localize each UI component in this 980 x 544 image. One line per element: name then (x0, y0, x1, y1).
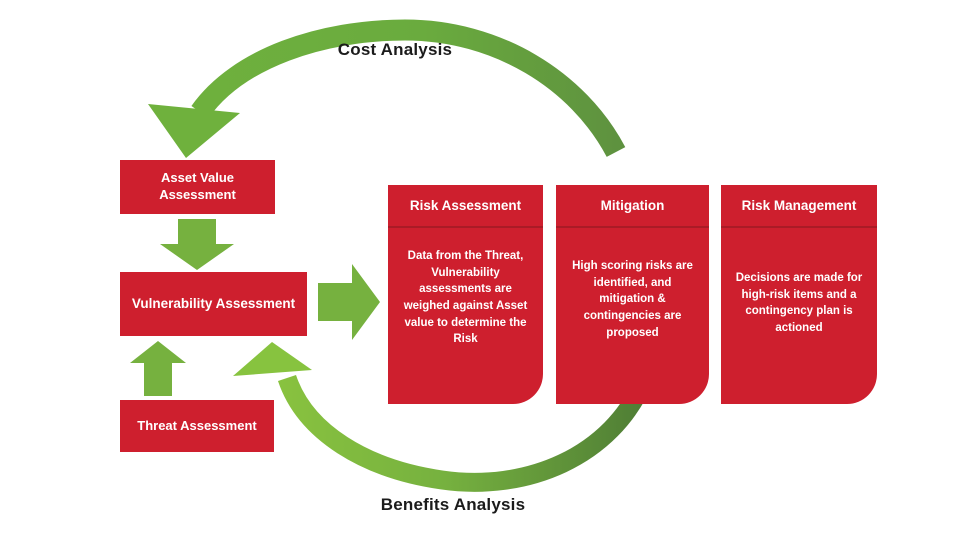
risk-assessment-panel-title: Risk Assessment (388, 185, 543, 228)
risk-management-panel-title: Risk Management (721, 185, 877, 228)
cost-analysis-label: Cost Analysis (337, 40, 453, 59)
mitigation-panel: Mitigation High scoring risks are identi… (556, 185, 709, 404)
benefits-analysis-arc-path (277, 374, 654, 492)
risk-assessment-panel-body: Data from the Threat, Vulnerability asse… (403, 250, 528, 346)
down-arrow-icon (160, 219, 234, 270)
asset-value-assessment-box: Asset Value Assessment (120, 160, 275, 214)
threat-assessment-box: Threat Assessment (120, 400, 274, 452)
cost-analysis-arrow (148, 19, 626, 158)
mitigation-panel-body: High scoring risks are identified, and m… (572, 260, 693, 339)
risk-management-panel: Risk Management Decisions are made for h… (721, 185, 877, 404)
risk-management-panel-body: Decisions are made for high-risk items a… (735, 272, 863, 335)
benefits-analysis-label: Benefits Analysis (380, 495, 526, 514)
benefits-analysis-arrow (233, 342, 654, 492)
cost-analysis-arrowhead-icon (148, 104, 240, 158)
benefits-analysis-arrowhead-icon (233, 342, 312, 376)
mitigation-panel-title: Mitigation (556, 185, 709, 228)
up-arrow-icon (130, 341, 186, 396)
vulnerability-assessment-box: Vulnerability Assessment (120, 272, 307, 336)
risk-assessment-panel: Risk Assessment Data from the Threat, Vu… (388, 185, 543, 404)
right-arrow-icon (318, 264, 380, 340)
cost-analysis-arc-path (191, 19, 626, 158)
